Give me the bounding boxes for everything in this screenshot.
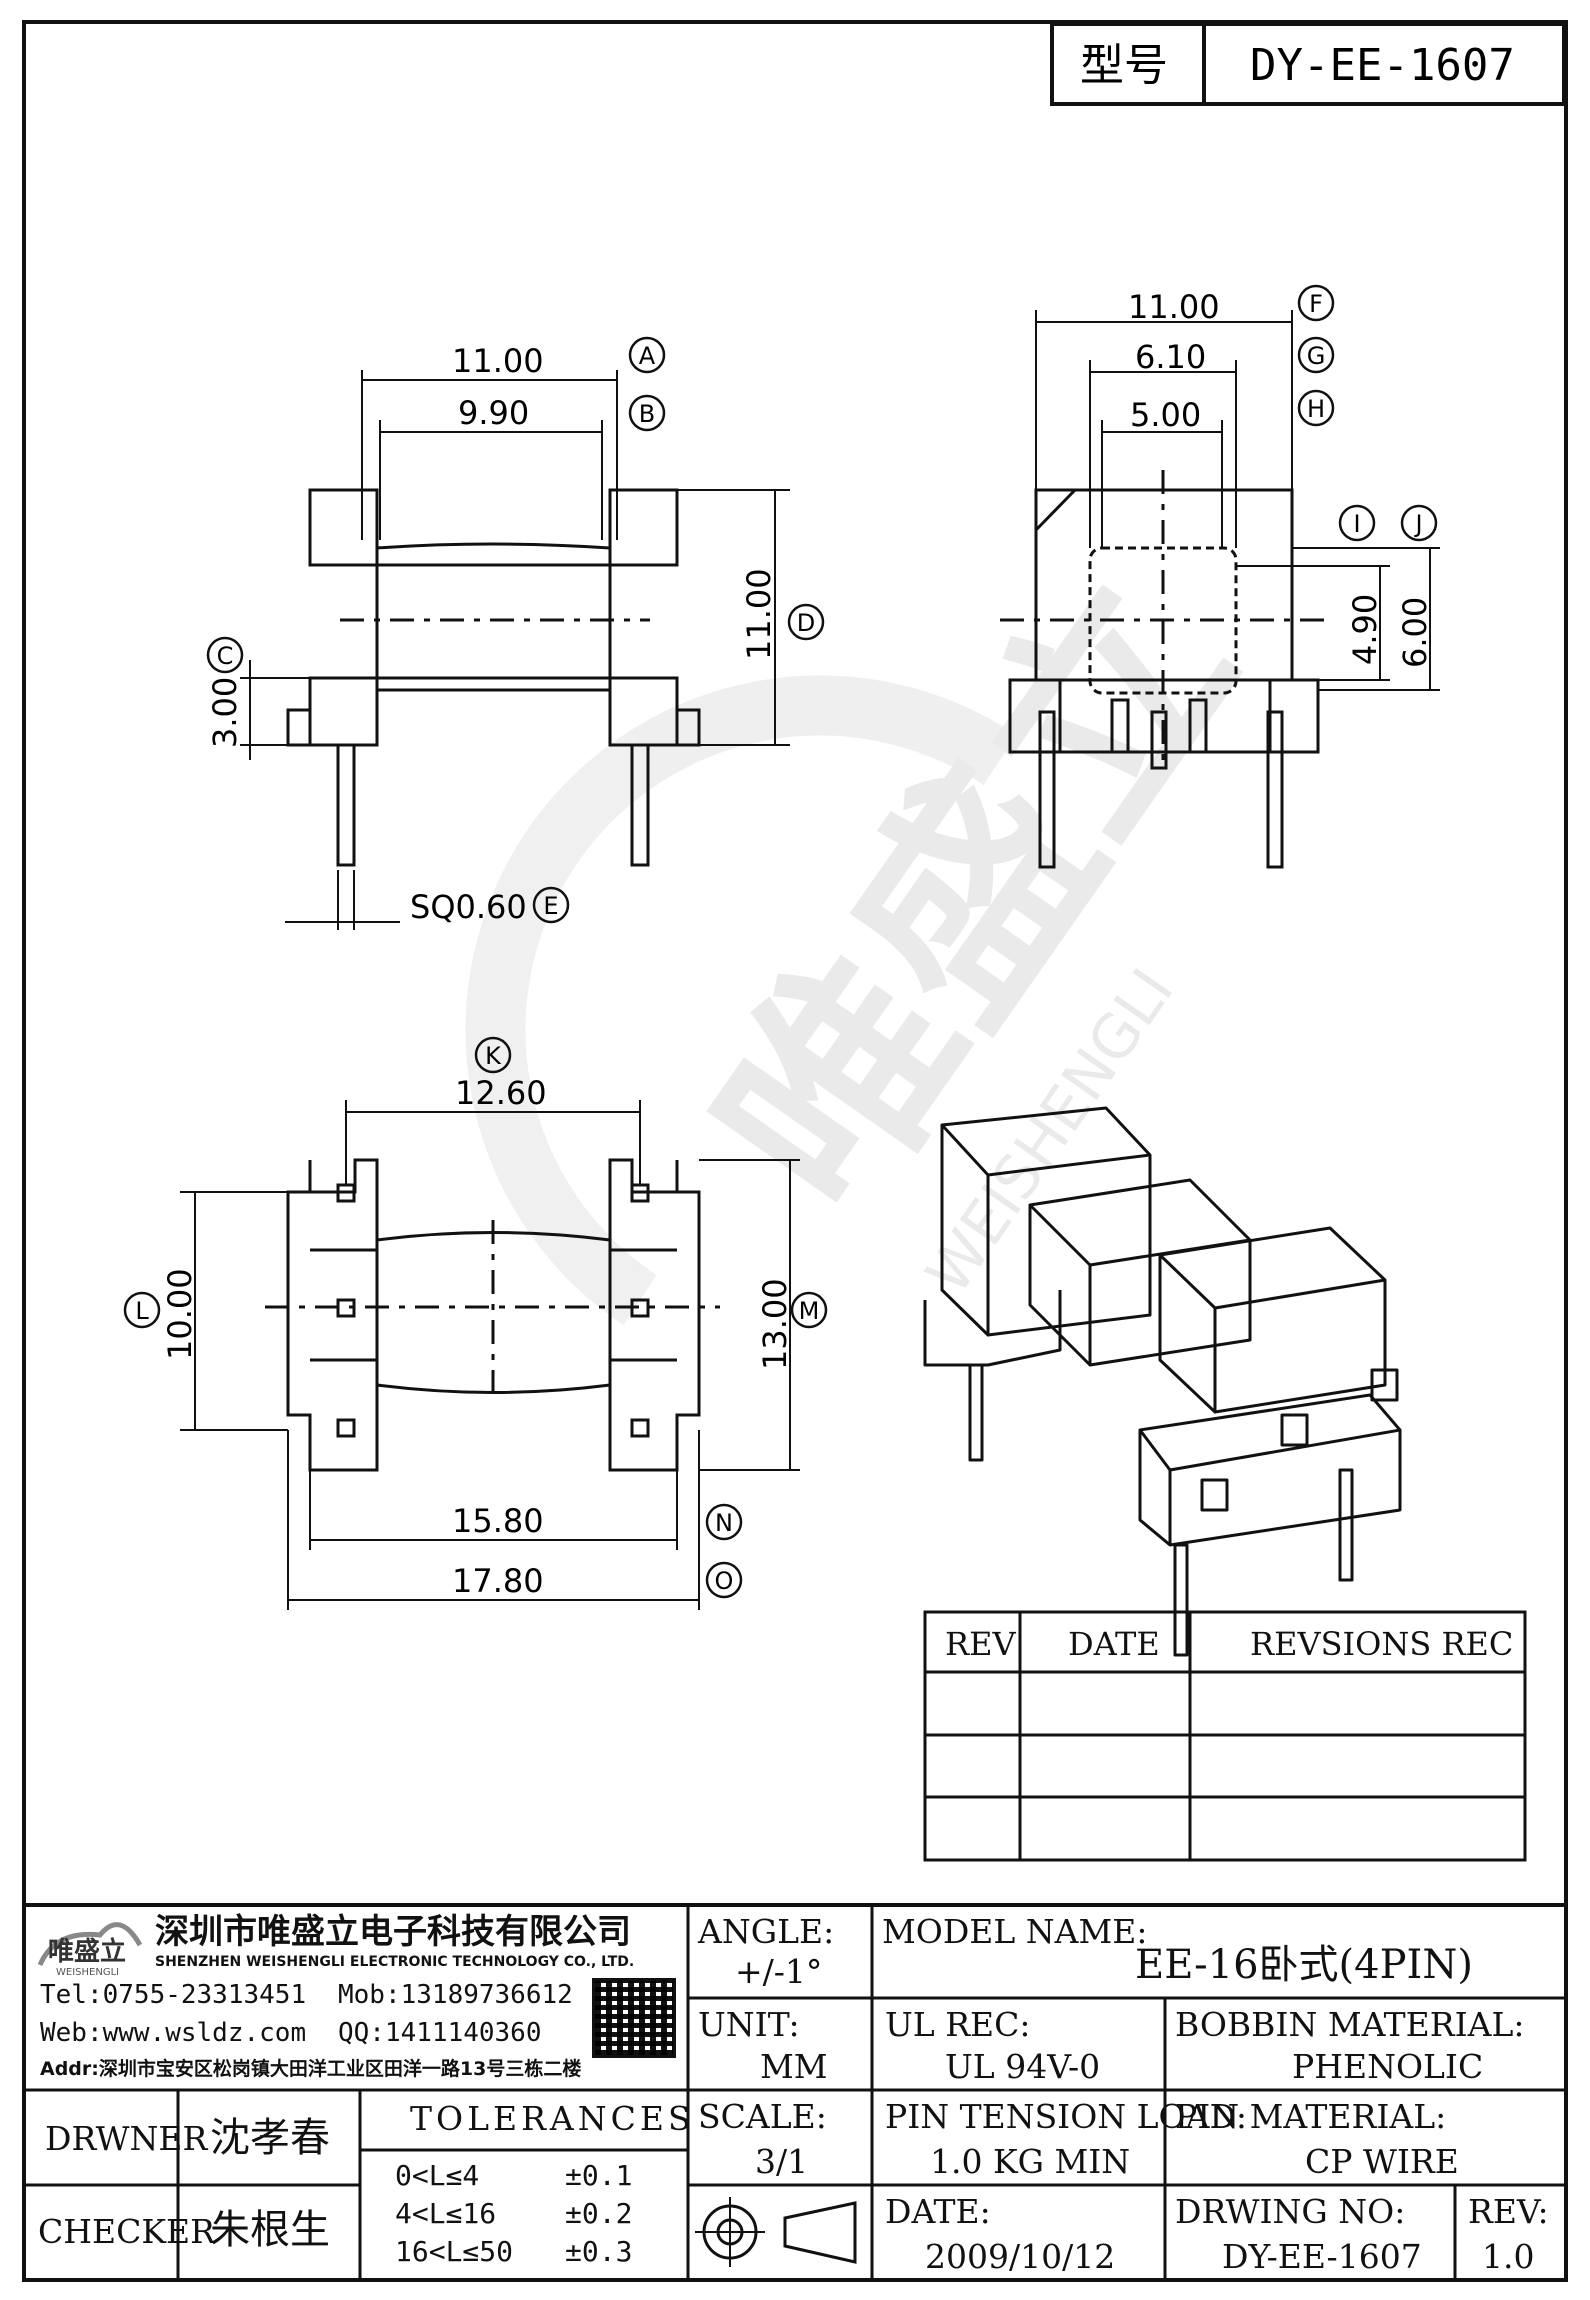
callouts-side bbox=[1297, 284, 1438, 542]
angle-label: ANGLE: bbox=[698, 1912, 835, 1951]
rev-header-rev: REV bbox=[945, 1625, 1016, 1663]
type-box: 型号 DY-EE-1607 bbox=[1050, 22, 1566, 106]
callout-n: N bbox=[715, 1509, 733, 1537]
pin-material-value: CP WIRE bbox=[1305, 2142, 1459, 2181]
checker-value: 朱根生 bbox=[210, 2207, 330, 2253]
callout-f: F bbox=[1309, 290, 1323, 318]
logo-cn: 唯盛立 bbox=[48, 1936, 126, 1967]
dim-e: SQ0.60 bbox=[410, 888, 527, 926]
dim-f: 11.00 bbox=[1128, 288, 1220, 326]
title-block-grid bbox=[24, 1903, 1566, 2280]
callout-l: L bbox=[135, 1297, 149, 1325]
dim-j: 6.00 bbox=[1396, 597, 1434, 668]
callout-h: H bbox=[1307, 395, 1325, 423]
dim-h: 5.00 bbox=[1130, 396, 1201, 434]
unit-label: UNIT: bbox=[698, 2005, 800, 2044]
model-value: EE-16卧式(4PIN) bbox=[1135, 1942, 1473, 1988]
dim-m: 13.00 bbox=[756, 1278, 794, 1370]
drawing-no-value: DY-EE-1607 bbox=[1222, 2237, 1422, 2276]
rev-label: REV: bbox=[1468, 2192, 1549, 2231]
callout-c: C bbox=[217, 642, 234, 670]
callout-a: A bbox=[639, 342, 656, 370]
callouts-front bbox=[206, 336, 825, 924]
isometric-view bbox=[923, 1106, 1402, 1657]
bottom-view bbox=[180, 1100, 800, 1610]
scale-value: 3/1 bbox=[755, 2142, 809, 2181]
sheet-border bbox=[22, 20, 1568, 2282]
callout-k: K bbox=[485, 1042, 502, 1070]
callout-e: E bbox=[543, 892, 558, 920]
dim-d: 11.00 bbox=[740, 568, 778, 660]
company-qq: QQ:1411140360 bbox=[338, 2018, 542, 2048]
date-value: 2009/10/12 bbox=[925, 2237, 1116, 2276]
pin-material-label: PIN MATERIAL: bbox=[1175, 2097, 1447, 2136]
tolerances-title: TOLERANCES bbox=[410, 2099, 695, 2138]
bobbin-value: PHENOLIC bbox=[1292, 2047, 1484, 2086]
tol-value-3: ±0.3 bbox=[565, 2235, 633, 2268]
drawer-value: 沈孝春 bbox=[210, 2115, 330, 2161]
dim-l: 10.00 bbox=[161, 1268, 199, 1360]
company-name-en: SHENZHEN WEISHENGLI ELECTRONIC TECHNOLOG… bbox=[155, 1954, 635, 1970]
company-name-cn: 深圳市唯盛立电子科技有限公司 bbox=[155, 1912, 631, 1952]
tol-range-3: 16<L≤50 bbox=[395, 2235, 514, 2268]
dim-c: 3.00 bbox=[206, 677, 244, 748]
watermark: 唯盛立 WEISHENGLI bbox=[465, 536, 1283, 1325]
dim-n: 15.80 bbox=[452, 1502, 544, 1540]
ul-label: UL REC: bbox=[885, 2005, 1031, 2044]
rev-value: 1.0 bbox=[1482, 2237, 1535, 2276]
type-value: DY-EE-1607 bbox=[1250, 40, 1515, 91]
revision-table bbox=[923, 1610, 1527, 1862]
rev-header-date: DATE bbox=[1068, 1625, 1160, 1663]
company-mob: Mob:13189736612 bbox=[338, 1980, 573, 2010]
type-label: 型号 bbox=[1080, 40, 1168, 91]
company-tel: Tel:0755-23313451 bbox=[40, 1980, 307, 2010]
pin-tension-label: PIN TENSION LOAD: bbox=[885, 2097, 1248, 2136]
callouts-bottom bbox=[123, 1036, 828, 1599]
drawer-label: DRWNER bbox=[45, 2119, 208, 2158]
dim-i: 4.90 bbox=[1346, 594, 1384, 665]
dim-a: 11.00 bbox=[452, 342, 544, 380]
callout-b: B bbox=[639, 400, 655, 428]
dim-o: 17.80 bbox=[452, 1562, 544, 1600]
callout-letters-bottom: K L M N O bbox=[135, 1042, 819, 1595]
company-addr: Addr:深圳市宝安区松岗镇大田洋工业区田洋一路13号三栋二楼 bbox=[40, 2058, 582, 2080]
callout-letters-side: F G H I J bbox=[1307, 290, 1423, 538]
tol-range-1: 0<L≤4 bbox=[395, 2159, 480, 2192]
pin-tension-value: 1.0 KG MIN bbox=[930, 2142, 1131, 2181]
company-logo: 唯盛立 WEISHENGLI bbox=[37, 1922, 143, 1978]
qr-code-icon bbox=[592, 1978, 676, 2058]
date-label: DATE: bbox=[885, 2192, 991, 2231]
tol-value-1: ±0.1 bbox=[565, 2159, 633, 2192]
bobbin-label: BOBBIN MATERIAL: bbox=[1175, 2005, 1525, 2044]
tol-range-2: 4<L≤16 bbox=[395, 2197, 497, 2230]
checker-label: CHECKER bbox=[38, 2212, 215, 2251]
scale-label: SCALE: bbox=[698, 2097, 827, 2136]
dim-k: 12.60 bbox=[455, 1074, 547, 1112]
dim-g: 6.10 bbox=[1135, 338, 1206, 376]
callout-i: I bbox=[1353, 510, 1360, 538]
ul-value: UL 94V-0 bbox=[945, 2047, 1101, 2086]
projection-symbol-icon bbox=[695, 2197, 857, 2267]
callout-d: D bbox=[797, 609, 815, 637]
side-view bbox=[1000, 310, 1440, 869]
unit-value: MM bbox=[760, 2047, 828, 2086]
callout-g: G bbox=[1307, 342, 1326, 370]
callout-letters-front: A B C D E bbox=[217, 342, 816, 920]
tol-value-2: ±0.2 bbox=[565, 2197, 633, 2230]
model-label: MODEL NAME: bbox=[882, 1912, 1148, 1951]
front-view bbox=[240, 370, 790, 930]
callout-m: M bbox=[799, 1297, 820, 1325]
drawing-no-label: DRWING NO: bbox=[1175, 2192, 1406, 2231]
callout-o: O bbox=[715, 1567, 734, 1595]
dim-b: 9.90 bbox=[458, 394, 529, 432]
logo-en: WEISHENGLI bbox=[56, 1967, 119, 1978]
angle-value: +/-1° bbox=[735, 1952, 823, 1991]
callout-j: J bbox=[1413, 510, 1422, 538]
rev-header-rec: REVSIONS REC bbox=[1250, 1625, 1514, 1663]
company-web: Web:www.wsldz.com bbox=[40, 2018, 307, 2048]
